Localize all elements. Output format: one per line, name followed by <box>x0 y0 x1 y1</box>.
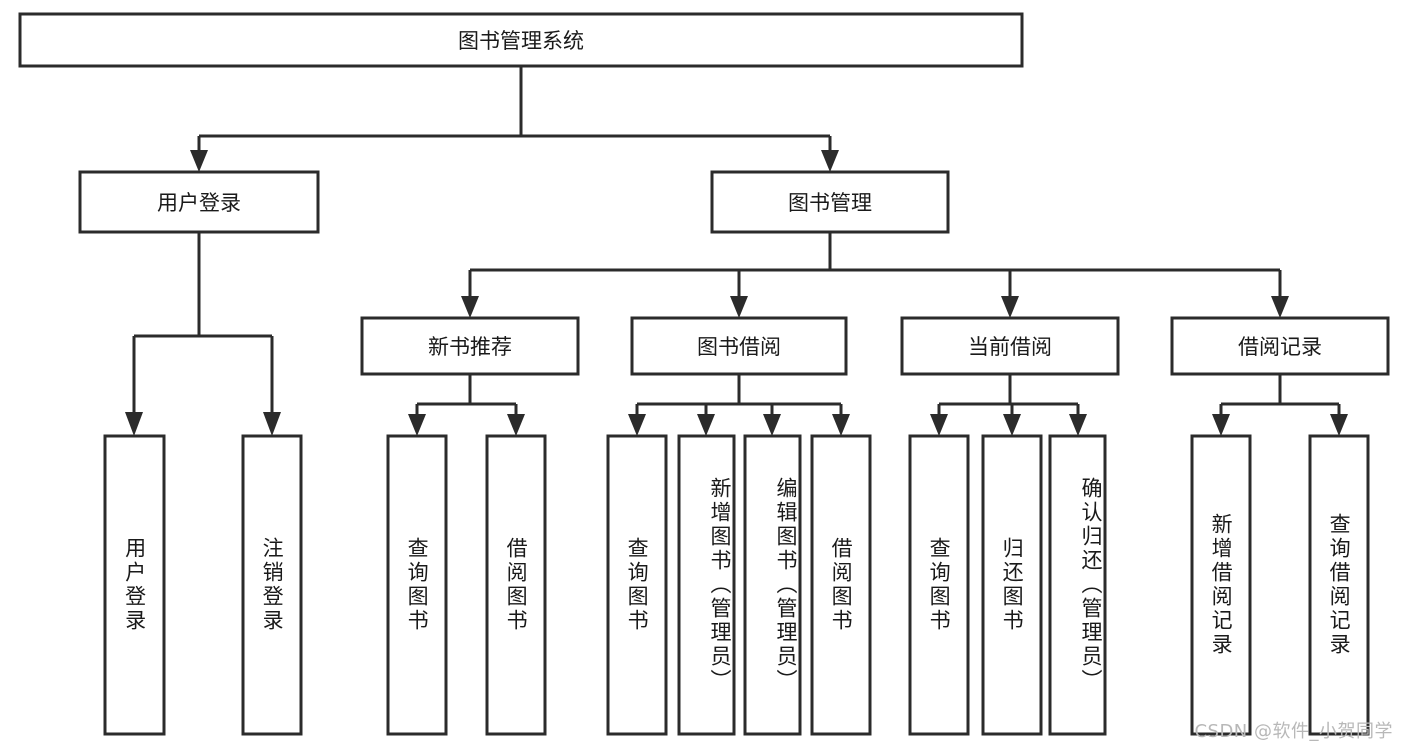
node-book-manage-rect[interactable] <box>710 170 950 234</box>
arrow-to-book-manage <box>821 150 839 172</box>
arrow-to-leaf-add-book <box>697 414 715 436</box>
arrow-to-leaf-logout <box>263 412 281 436</box>
leaf-rect-query-record[interactable] <box>1308 434 1370 736</box>
arrow-to-leaf-return-book <box>1003 414 1021 436</box>
node-borrow-record-rect[interactable] <box>1170 316 1390 376</box>
arrow-to-leaf-add-record <box>1212 414 1230 436</box>
node-book-manage[interactable]: 图书管理 <box>710 170 950 234</box>
node-user-login-label: 用户登录 <box>157 191 241 215</box>
leaf-rect-query-book-2[interactable] <box>606 434 668 736</box>
leaf-rect-return-book[interactable] <box>981 434 1043 736</box>
leaf-rect-edit-book[interactable] <box>743 434 802 736</box>
arrow-to-leaf-edit-book <box>763 414 781 436</box>
node-root[interactable]: 图书管理系统 <box>18 12 1024 68</box>
leaf-rect-add-record[interactable] <box>1190 434 1252 736</box>
arrow-to-book-borrow <box>730 296 748 318</box>
arrow-to-leaf-borrow-book-1 <box>507 414 525 436</box>
leaf-rect-query-book-3[interactable] <box>908 434 970 736</box>
node-book-borrow-rect[interactable] <box>630 316 848 376</box>
node-current-borrow-label: 当前借阅 <box>968 335 1052 359</box>
arrow-to-leaf-query-record <box>1330 414 1348 436</box>
leaf-rect-confirm-return[interactable] <box>1048 434 1107 736</box>
arrow-to-leaf-query-book-2 <box>628 414 646 436</box>
node-current-borrow[interactable]: 当前借阅 <box>900 316 1120 376</box>
leaf-rect-query-book-1[interactable] <box>386 434 448 736</box>
node-root-label: 图书管理系统 <box>458 29 584 53</box>
arrow-to-leaf-query-book-3 <box>930 414 948 436</box>
leaf-rect-logout[interactable] <box>241 434 303 736</box>
leaf-rect-user-login[interactable] <box>103 434 166 736</box>
node-book-borrow-label: 图书借阅 <box>697 335 781 359</box>
leaf-rect-borrow-book-1[interactable] <box>485 434 547 736</box>
edge-layer <box>125 66 1348 436</box>
arrow-to-current-borrow <box>1001 296 1019 318</box>
leaf-rect-layer <box>103 434 1370 736</box>
node-borrow-record-label: 借阅记录 <box>1238 335 1322 359</box>
node-book-borrow[interactable]: 图书借阅 <box>630 316 848 376</box>
node-new-book-recommend-rect[interactable] <box>360 316 580 376</box>
node-current-borrow-rect[interactable] <box>900 316 1120 376</box>
node-root-rect[interactable] <box>18 12 1024 68</box>
leaf-rect-add-book[interactable] <box>677 434 736 736</box>
arrow-to-borrow-record <box>1271 296 1289 318</box>
arrow-to-leaf-confirm-return <box>1069 414 1087 436</box>
arrow-to-user-login <box>190 150 208 172</box>
leaf-rect-borrow-book-2[interactable] <box>810 434 872 736</box>
node-borrow-record[interactable]: 借阅记录 <box>1170 316 1390 376</box>
watermark-text: CSDN @软件_小贺同学 <box>1194 721 1393 742</box>
node-user-login-rect[interactable] <box>78 170 320 234</box>
arrow-to-new-book-recommend <box>461 296 479 318</box>
arrow-to-leaf-query-book-1 <box>408 414 426 436</box>
node-new-book-recommend[interactable]: 新书推荐 <box>360 316 580 376</box>
arrow-to-leaf-borrow-book-2 <box>832 414 850 436</box>
node-user-login[interactable]: 用户登录 <box>78 170 320 234</box>
node-book-manage-label: 图书管理 <box>788 191 872 215</box>
arrow-to-leaf-user-login <box>125 412 143 436</box>
node-new-book-recommend-label: 新书推荐 <box>428 335 512 359</box>
